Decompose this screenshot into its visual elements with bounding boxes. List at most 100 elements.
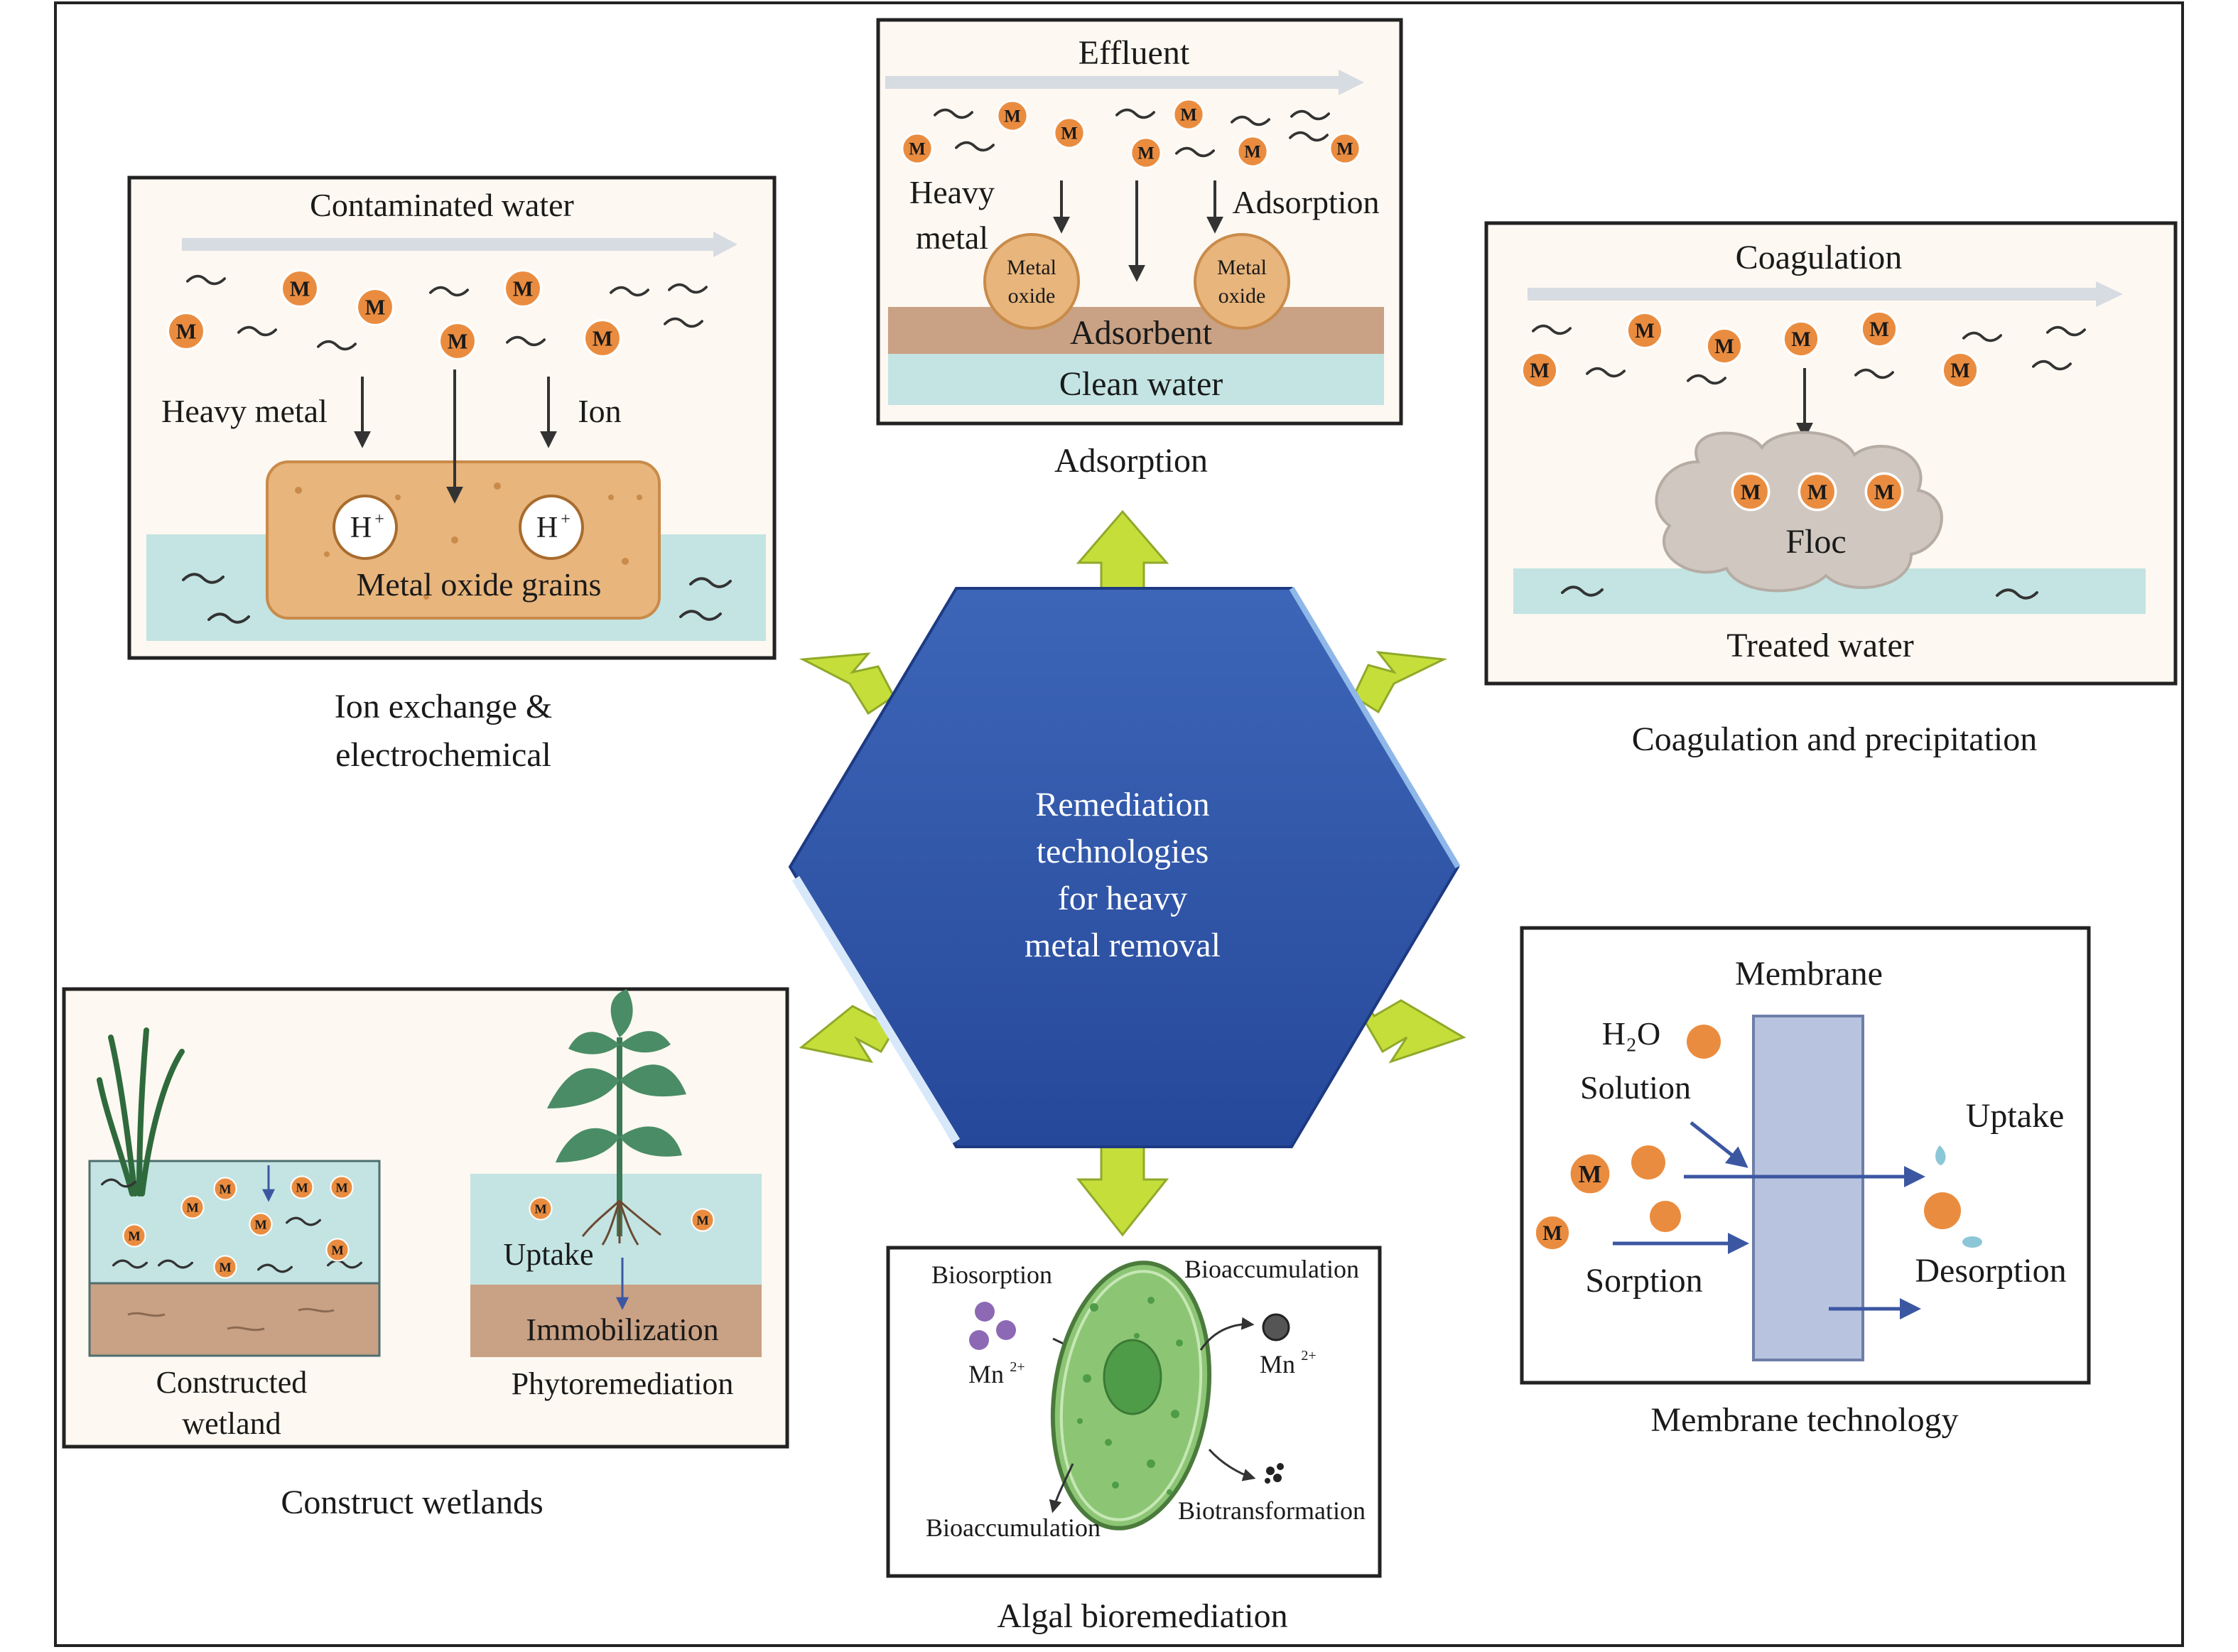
solution-label: Solution — [1580, 1069, 1691, 1106]
coagulation-flow-arrowhead — [2096, 281, 2123, 307]
metal-ion-icon — [166, 311, 206, 351]
arrow-down — [1076, 1143, 1169, 1237]
hexagon-highlight — [1289, 586, 1461, 869]
metal-ion-icon — [1130, 136, 1162, 169]
proton-left-label: H — [350, 512, 372, 544]
adsorption-heavy-line1: Heavy — [909, 174, 995, 210]
heavy-metal-label: Heavy metal — [161, 393, 328, 429]
metal-ion-icon — [213, 1255, 237, 1279]
mn-ion-purple — [969, 1330, 989, 1350]
algal-caption: Algal bioremediation — [997, 1597, 1287, 1635]
metal-ion-icon — [213, 1177, 237, 1201]
metal-ion-icon — [1567, 1151, 1613, 1197]
metal-ion-icon — [280, 269, 320, 308]
algal-nucleus — [1103, 1339, 1162, 1415]
arrow-upper-left — [799, 652, 895, 716]
metal-ion-icon — [996, 99, 1029, 132]
ion-flow-label: Contaminated water — [310, 187, 574, 223]
metal-ion-icon — [180, 1195, 205, 1219]
biotransformation-arrow — [1208, 1448, 1256, 1481]
center-title-line4: metal removal — [1025, 927, 1221, 964]
proton-right-sup: + — [561, 510, 571, 529]
proton-right-label: H — [536, 512, 558, 544]
wetlands-caption: Construct wetlands — [281, 1484, 543, 1521]
connector-arrows — [799, 509, 1466, 1237]
soil-roots — [127, 1307, 335, 1332]
metal-ion-icon — [901, 132, 934, 165]
bioaccumulation-bottom-label: Bioaccumulation — [926, 1513, 1101, 1542]
metal-ion-icon — [1705, 327, 1744, 365]
solution-arrow — [1690, 1121, 1748, 1168]
metal-ion-icon — [330, 1175, 354, 1199]
wetlands-panel: Constructed wetland Uptake Immobilizatio… — [62, 987, 789, 1521]
outer-frame — [54, 1, 2184, 1647]
wetland-soil — [88, 1282, 381, 1357]
mn-ion-dark — [1262, 1313, 1290, 1341]
membrane-barrier — [1752, 1015, 1864, 1361]
floc-cloud — [1655, 431, 1943, 593]
metal-oxide-particle-right — [1194, 233, 1290, 330]
bioaccumulation-down-arrow — [1049, 1463, 1074, 1513]
proton-left — [333, 495, 398, 560]
adsorption-heavy-line2: metal — [916, 220, 988, 256]
hexagon-highlight-left — [791, 875, 961, 1144]
metal-ion-icon — [1172, 98, 1205, 131]
metal-ion-icon — [290, 1175, 314, 1199]
algal-panel: Biosorption Bioaccumulation Mn 2+ Mn 2+ … — [886, 1246, 1382, 1635]
ion-flow-arrowhead — [713, 232, 737, 257]
oxide-left-line2: oxide — [1008, 284, 1056, 308]
metal-ion-icon — [1798, 472, 1837, 512]
grain-label: Metal oxide grains — [357, 566, 602, 603]
uptake-particle — [1924, 1192, 1961, 1229]
center-title-line1: Remediation — [1035, 786, 1209, 824]
adsorption-flow-arrowhead — [1339, 70, 1364, 95]
clean-water-label: Clean water — [1059, 365, 1223, 403]
metal-ion-icon — [438, 321, 477, 361]
coagulation-caption: Coagulation and precipitation — [1632, 720, 2038, 758]
biotransformation-particles — [1265, 1463, 1284, 1484]
adsorption-panel: Effluent Heavy metal Adsorption Metal ox… — [876, 18, 1403, 480]
phyto-uptake-label: Uptake — [503, 1237, 593, 1272]
solution-particle — [1687, 1025, 1721, 1059]
h2o-label: H₂O — [1602, 1015, 1660, 1052]
oxide-right-line1: Metal — [1217, 256, 1267, 279]
coagulation-panel: Coagulation Floc Treated water Coagulati… — [1484, 221, 2178, 758]
reed-plant — [97, 1027, 185, 1197]
metal-ion-icon — [355, 287, 395, 327]
ion-caption-line2: electrochemical — [335, 736, 551, 774]
metal-ion-icon — [529, 1197, 553, 1221]
bioaccumulation-top-label: Bioaccumulation — [1184, 1255, 1359, 1283]
proton-left-sup: + — [374, 510, 384, 529]
plant-icon — [547, 989, 686, 1236]
desorption-label: Desorption — [1915, 1252, 2066, 1290]
mn-ion-purple — [975, 1302, 995, 1322]
membrane-label: Membrane — [1735, 955, 1883, 993]
metal-ion-icon — [1533, 1214, 1572, 1252]
mn-left-label: Mn — [968, 1360, 1004, 1388]
center-hub: Remediation technologies for heavy metal… — [788, 509, 1466, 1237]
cell-vesicles — [1077, 1297, 1183, 1495]
metal-ion-icon — [1864, 472, 1904, 512]
mn-left-charge: 2+ — [1010, 1359, 1025, 1375]
algal-cell-wall — [1059, 1270, 1203, 1521]
biotransformation-label: Biotransformation — [1178, 1496, 1366, 1525]
sorption-label: Sorption — [1585, 1262, 1702, 1300]
phyto-water — [470, 1174, 762, 1285]
arrow-lower-right — [1356, 986, 1466, 1064]
immobilization-label: Immobilization — [526, 1312, 718, 1347]
droplet-icon — [1935, 1145, 1946, 1165]
treated-water-label: Treated water — [1726, 627, 1913, 664]
membrane-caption: Membrane technology — [1650, 1401, 1958, 1439]
metal-ion-icon — [1731, 472, 1771, 512]
membrane-panel: Membrane H₂O Solution Uptake Sorption De… — [1520, 926, 2091, 1439]
grain-speckles — [295, 482, 642, 600]
uptake-label: Uptake — [1966, 1097, 2065, 1135]
adsorbent-label: Adsorbent — [1070, 314, 1213, 352]
mn-right-charge: 2+ — [1301, 1348, 1316, 1364]
solution-particle — [1631, 1145, 1665, 1179]
ion-caption-line1: Ion exchange & — [335, 688, 553, 725]
center-title-line2: technologies — [1037, 833, 1209, 870]
proton-right — [519, 495, 584, 560]
metal-ion-icon — [1329, 132, 1361, 165]
